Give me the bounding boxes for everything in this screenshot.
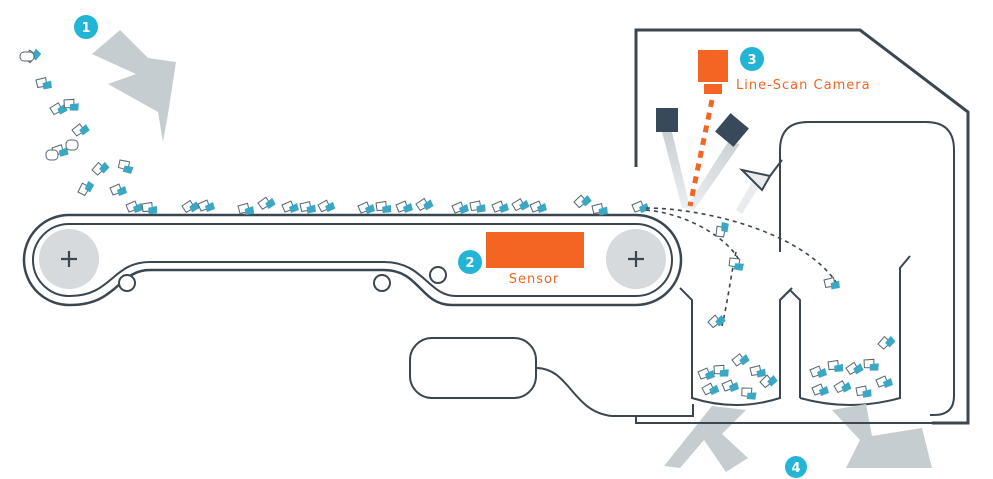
debris-icon	[125, 191, 650, 218]
lamp-icon	[715, 113, 749, 147]
pulley-plus-icon	[606, 229, 666, 289]
air-nozzle	[738, 159, 783, 192]
inner-chute	[779, 121, 955, 416]
enclosure-wall	[634, 28, 970, 425]
camera-laser	[687, 99, 715, 207]
bin-left	[679, 287, 793, 406]
camera-icon	[698, 50, 728, 82]
air-compressor	[409, 337, 537, 399]
conveyor-belt-outer	[22, 213, 683, 307]
sensor-label: Sensor	[509, 272, 560, 287]
step-badge-3: 3	[740, 47, 764, 71]
step-number: 1	[81, 21, 90, 36]
bin-divider	[779, 288, 801, 398]
step-badge-4: 4	[785, 456, 807, 478]
air-jet-beam	[736, 182, 762, 214]
step-badge-1: 1	[74, 15, 98, 39]
pulley-plus-icon	[39, 229, 99, 289]
air-line	[535, 367, 932, 424]
light-beam-right	[686, 142, 740, 210]
input-arrow	[92, 30, 176, 142]
light-beam-left	[662, 132, 690, 208]
trajectory-reject	[645, 207, 837, 283]
conveyor-belt-inner	[32, 223, 673, 298]
sensor-block	[486, 232, 584, 268]
step-number: 3	[747, 53, 756, 68]
lamp-icon	[656, 108, 678, 132]
bin-contents-left	[697, 351, 780, 403]
step-badge-2: 2	[458, 250, 482, 274]
camera-label: Line-Scan Camera	[736, 78, 871, 93]
bin-contents-right	[809, 332, 898, 400]
debris-icon	[19, 51, 79, 161]
debris-icon	[21, 45, 137, 199]
output-arrow-right	[832, 404, 932, 468]
bin-right	[799, 255, 911, 406]
step-number: 2	[465, 256, 474, 271]
idler-rollers	[118, 266, 447, 292]
step-number: 4	[791, 461, 800, 476]
camera-lens	[704, 84, 722, 94]
